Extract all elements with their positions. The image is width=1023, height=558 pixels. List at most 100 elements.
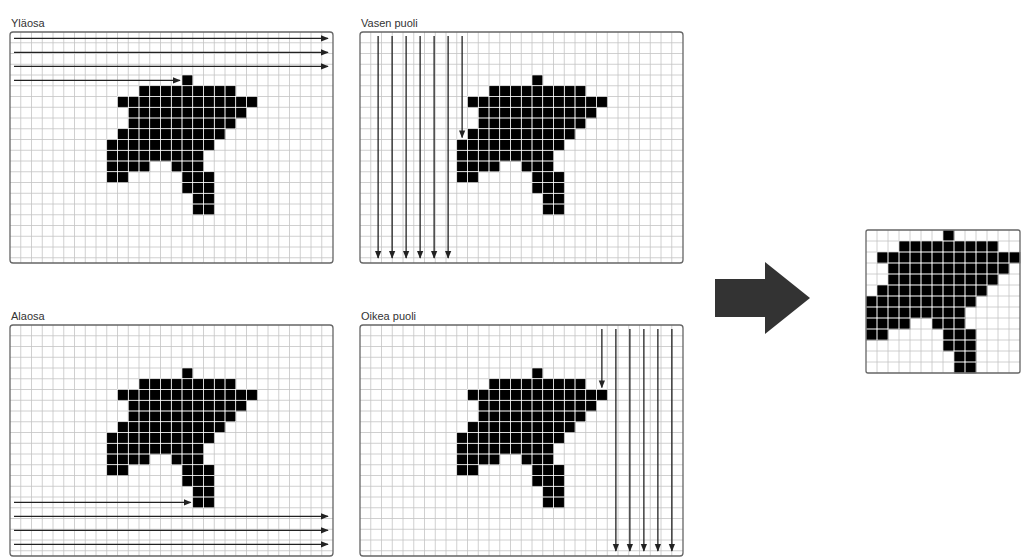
pixel xyxy=(118,97,129,108)
pixel-edge xyxy=(877,307,888,318)
pixel xyxy=(107,465,118,476)
pixel xyxy=(532,75,543,86)
pixel-edge xyxy=(468,443,479,454)
pixel-edge xyxy=(921,263,932,274)
pixel-edge xyxy=(468,172,479,183)
pixel-edge xyxy=(500,400,511,411)
pixel-edge xyxy=(139,379,150,390)
pixel-edge xyxy=(128,443,139,454)
pixel-edge xyxy=(128,422,139,433)
pixel xyxy=(214,390,225,401)
grid-line xyxy=(85,325,86,556)
pixel xyxy=(139,411,150,422)
pixel xyxy=(457,433,468,444)
pixel xyxy=(500,411,511,422)
pixel-edge xyxy=(193,379,204,390)
pixel xyxy=(543,86,554,97)
pixel xyxy=(150,150,161,161)
scan-arrow xyxy=(629,329,630,551)
pixel xyxy=(910,252,921,263)
pixel-edge xyxy=(532,454,543,465)
pixel xyxy=(943,252,954,263)
pixel xyxy=(575,86,586,97)
pixel xyxy=(457,465,468,476)
pixel-edge xyxy=(500,433,511,444)
pixel xyxy=(932,241,943,252)
grid-line xyxy=(575,32,576,263)
grid-line xyxy=(650,325,651,556)
pixel xyxy=(575,118,586,129)
pixel xyxy=(554,140,565,151)
pixel-edge xyxy=(511,433,522,444)
pixel xyxy=(204,97,215,108)
pixel xyxy=(888,318,899,329)
pixel xyxy=(511,118,522,129)
pixel-edge xyxy=(511,129,522,140)
pixel xyxy=(214,379,225,390)
pixel-edge xyxy=(500,129,511,140)
pixel-edge xyxy=(954,340,965,351)
pixel-edge xyxy=(214,118,225,129)
pixel-edge xyxy=(150,107,161,118)
grid-line xyxy=(628,325,629,556)
pixel xyxy=(193,129,204,140)
pixel-edge xyxy=(118,161,129,172)
pixel xyxy=(128,118,139,129)
pixel xyxy=(468,443,479,454)
panel-border xyxy=(360,32,683,263)
pixel-edge xyxy=(521,161,532,172)
pixel xyxy=(139,86,150,97)
pixel xyxy=(554,390,565,401)
pixel-edge xyxy=(899,285,910,296)
pixel-edge xyxy=(554,129,565,140)
pixel-edge xyxy=(214,400,225,411)
pixel xyxy=(954,296,965,307)
pixel-edge xyxy=(987,263,998,274)
pixel-edge xyxy=(161,86,172,97)
pixel xyxy=(877,307,888,318)
panel-border xyxy=(10,32,333,263)
pixel xyxy=(478,140,489,151)
pixel xyxy=(554,379,565,390)
pixel-edge xyxy=(161,400,172,411)
pixel-edge xyxy=(877,285,888,296)
pixel xyxy=(139,422,150,433)
pixel-edge xyxy=(866,296,877,307)
pixel-edge xyxy=(943,230,954,241)
pixel xyxy=(521,150,532,161)
pixel-edge xyxy=(193,411,204,422)
grid-line xyxy=(360,550,683,551)
pixel-edge xyxy=(225,118,236,129)
grid-panel xyxy=(360,32,683,263)
pixel-edge xyxy=(554,107,565,118)
pixel-edge xyxy=(478,411,489,422)
pixel-edge xyxy=(193,390,204,401)
pixel xyxy=(888,252,899,263)
pixel xyxy=(521,379,532,390)
pixel-edge xyxy=(161,107,172,118)
pixel xyxy=(532,172,543,183)
pixel-edge xyxy=(193,204,204,215)
pixel-edge xyxy=(554,497,565,508)
pixel-edge xyxy=(204,400,215,411)
pixel xyxy=(554,183,565,194)
pixel xyxy=(877,252,888,263)
pixel-edge xyxy=(489,422,500,433)
pixel-edge xyxy=(543,422,554,433)
pixel xyxy=(478,422,489,433)
pixel-edge xyxy=(204,97,215,108)
grid-line xyxy=(10,236,333,237)
pixel xyxy=(554,118,565,129)
pixel-edge xyxy=(489,107,500,118)
pixel-edge xyxy=(489,400,500,411)
pixel xyxy=(182,454,193,465)
pixel-edge xyxy=(118,433,129,444)
pixel xyxy=(478,97,489,108)
pixel-edge xyxy=(171,443,182,454)
pixel xyxy=(965,274,976,285)
pixel-edge xyxy=(171,454,182,465)
pixel xyxy=(532,161,543,172)
grid-line xyxy=(10,193,333,194)
pixel xyxy=(489,140,500,151)
pixel-edge xyxy=(575,97,586,108)
